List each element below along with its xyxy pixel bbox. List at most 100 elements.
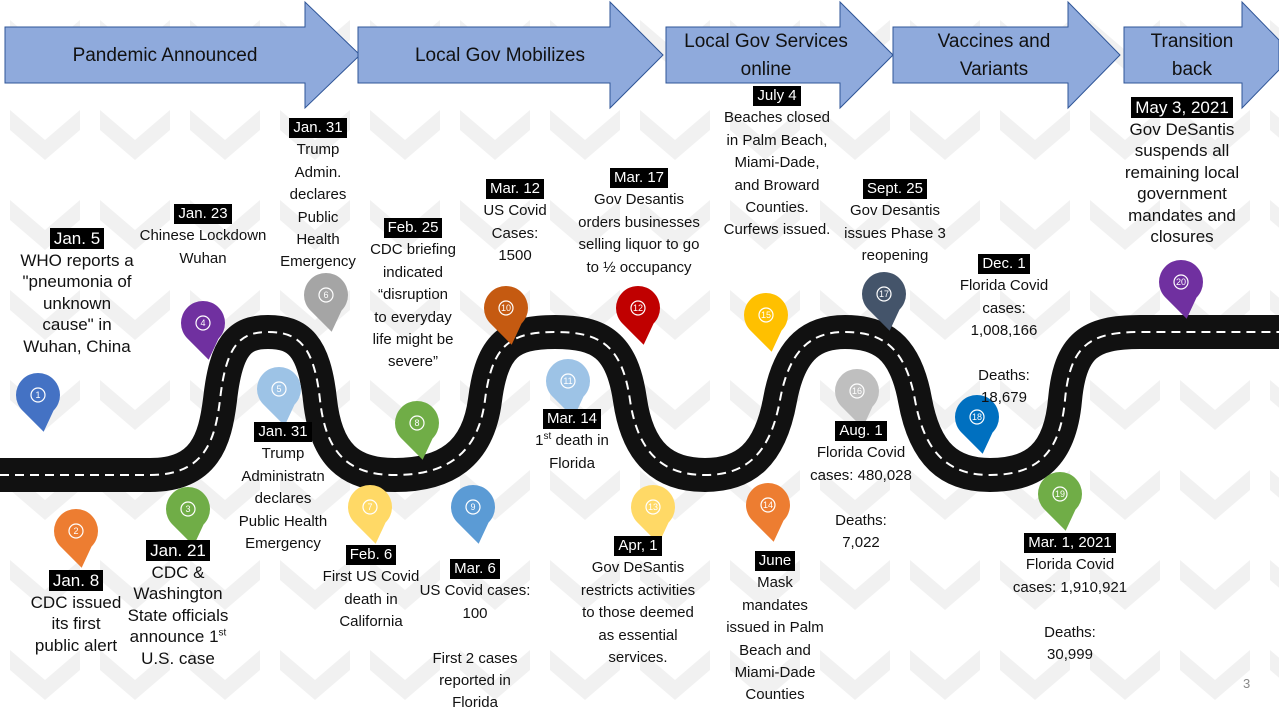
map-pin-icon: 14 xyxy=(746,483,790,542)
event-text: death in Florida xyxy=(549,432,609,472)
phase-label-pandemic-announced: Pandemic Announced xyxy=(72,45,258,66)
road-center-line xyxy=(0,330,1279,477)
event-date: Feb. 6 xyxy=(345,545,397,565)
event-date: Jan. 23 xyxy=(174,204,232,224)
pin-number: 2 xyxy=(73,526,78,536)
event-3: Jan. 21 CDC & Washington State officials… xyxy=(108,540,248,669)
event-date: Mar. 12 xyxy=(485,179,545,199)
phase-arrow-5 xyxy=(1123,0,1279,110)
event-date: June xyxy=(754,551,796,571)
event-text: Mask mandates issued in Palm Beach and M… xyxy=(726,574,824,704)
pin-number: 8 xyxy=(414,418,419,428)
pin-number: 6 xyxy=(323,290,328,300)
event-19: Mar. 1, 2021 Florida Covid cases: 1,910,… xyxy=(1000,532,1140,666)
pin-number: 19 xyxy=(1055,489,1065,499)
event-15: July 4 Beaches closed in Palm Beach, Mia… xyxy=(707,85,847,242)
phase-label-local-gov-mobilizes: Local Gov Mobilizes xyxy=(414,45,586,66)
map-pin-icon: 10 xyxy=(484,286,528,345)
map-pin-icon: 7 xyxy=(348,485,392,544)
event-date: Jan. 5 xyxy=(49,228,105,249)
event-16: Aug. 1 Florida Covid cases: 480,028 Deat… xyxy=(796,420,926,554)
map-pin-icon: 11 xyxy=(546,359,590,418)
map-pin-icon: 20 xyxy=(1159,260,1203,319)
event-date: Mar. 6 xyxy=(450,559,500,579)
event-text: Florida Covid cases: 1,910,921 Deaths: 3… xyxy=(1012,556,1128,664)
event-13: Apr, 1 Gov DeSantis restricts activities… xyxy=(560,535,716,669)
pin-number: 9 xyxy=(470,502,475,512)
event-text: Trump Admin. declares Public Health Emer… xyxy=(280,141,356,271)
map-pin-icon: 6 xyxy=(304,273,348,332)
event-text: Florida Covid cases: 480,028 Deaths: 7,0… xyxy=(810,444,912,552)
pin-number: 11 xyxy=(563,376,572,386)
event-date: Mar. 17 xyxy=(609,168,669,188)
event-date: Dec. 1 xyxy=(978,254,1030,274)
pin-number: 14 xyxy=(763,500,773,510)
map-pin-icon: 12 xyxy=(616,286,660,345)
event-2: Jan. 8 CDC issued its first public alert xyxy=(6,570,146,656)
phase-label-vaccines-variants: Vaccines and Variants xyxy=(937,31,1051,80)
event-date: Mar. 1, 2021 xyxy=(1024,533,1116,553)
event-date: July 4 xyxy=(753,86,801,106)
event-date: Mar. 14 xyxy=(542,409,602,429)
event-date: Jan. 8 xyxy=(48,570,104,591)
event-12: Mar. 17 Gov Desantis orders businesses s… xyxy=(562,167,716,279)
pin-number: 10 xyxy=(501,303,511,313)
event-20: May 3, 2021 Gov DeSantis suspends all re… xyxy=(1112,97,1252,248)
map-pin-icon: 9 xyxy=(451,485,495,544)
event-7: Feb. 6 First US Covid death in Californi… xyxy=(300,544,442,634)
slide-number: 3 xyxy=(1243,676,1251,691)
event-1: Jan. 5 WHO reports a "pneumonia of unkno… xyxy=(6,228,148,357)
event-14: June Mask mandates issued in Palm Beach … xyxy=(704,550,846,707)
phase-arrow-3 xyxy=(665,0,894,110)
event-text: Trump Administratn declares Public Healt… xyxy=(238,445,328,553)
event-date: Jan. 21 xyxy=(146,540,210,561)
map-pin-icon: 13 xyxy=(631,485,675,544)
phase-label-services-online: Local Gov Services online xyxy=(684,31,848,80)
event-text: US Covid cases: 100 First 2 cases report… xyxy=(419,582,531,712)
map-pin-icon: 2 xyxy=(54,509,98,568)
event-date: Feb. 25 xyxy=(383,218,443,238)
event-8: Feb. 25 CDC briefing indicated “disrupti… xyxy=(352,217,474,374)
pin-number: 13 xyxy=(648,502,658,512)
pin-number: 16 xyxy=(852,386,862,396)
event-6: Jan. 31 Trump Admin. declares Public Hea… xyxy=(266,117,370,274)
event-text-before: 1 xyxy=(535,432,544,450)
event-text: Gov Desantis orders businesses selling l… xyxy=(578,191,700,276)
pin-number: 1 xyxy=(35,390,40,400)
pin-number: 3 xyxy=(185,504,190,514)
event-18: Dec. 1 Florida Covid cases: 1,008,166 De… xyxy=(944,253,1064,410)
map-pin-icon: 18 xyxy=(955,395,999,454)
phase-arrow-2 xyxy=(357,0,664,110)
event-date: Apr, 1 xyxy=(614,536,662,556)
map-pin-icon: 5 xyxy=(257,367,301,426)
map-pin-icon: 19 xyxy=(1038,472,1082,531)
phase-arrow-4 xyxy=(892,0,1121,110)
pin-number: 18 xyxy=(972,412,982,422)
event-date: May 3, 2021 xyxy=(1131,97,1233,118)
map-pin-icon: 17 xyxy=(862,272,906,331)
pin-number: 4 xyxy=(200,318,205,328)
event-text: CDC briefing indicated “disruption to ev… xyxy=(370,241,456,371)
event-11: Mar. 14 1st death in Florida xyxy=(512,408,632,475)
event-text: Gov DeSantis restricts activities to tho… xyxy=(580,559,696,667)
event-4: Jan. 23 Chinese Lockdown Wuhan xyxy=(128,203,278,270)
event-text: Chinese Lockdown Wuhan xyxy=(139,227,267,267)
event-text: CDC & Washington State officials announc… xyxy=(127,562,229,647)
phase-label-transition-back: Transition back xyxy=(1150,31,1234,80)
pin-number: 20 xyxy=(1176,277,1186,287)
event-text: Gov DeSantis suspends all remaining loca… xyxy=(1124,119,1240,247)
superscript: st xyxy=(218,627,227,639)
event-text: Gov Desantis issues Phase 3 reopening xyxy=(844,202,946,265)
event-date: Jan. 31 xyxy=(254,422,312,442)
event-text: US Covid Cases: 1500 xyxy=(483,202,547,265)
pin-number: 7 xyxy=(367,502,372,512)
event-text-after: U.S. case xyxy=(141,648,215,668)
event-text: First US Covid death in California xyxy=(322,568,420,631)
pin-number: 15 xyxy=(761,310,771,320)
event-10: Mar. 12 US Covid Cases: 1500 xyxy=(465,178,565,268)
map-pin-icon: 15 xyxy=(744,293,788,352)
map-pin-icon: 16 xyxy=(835,369,879,428)
